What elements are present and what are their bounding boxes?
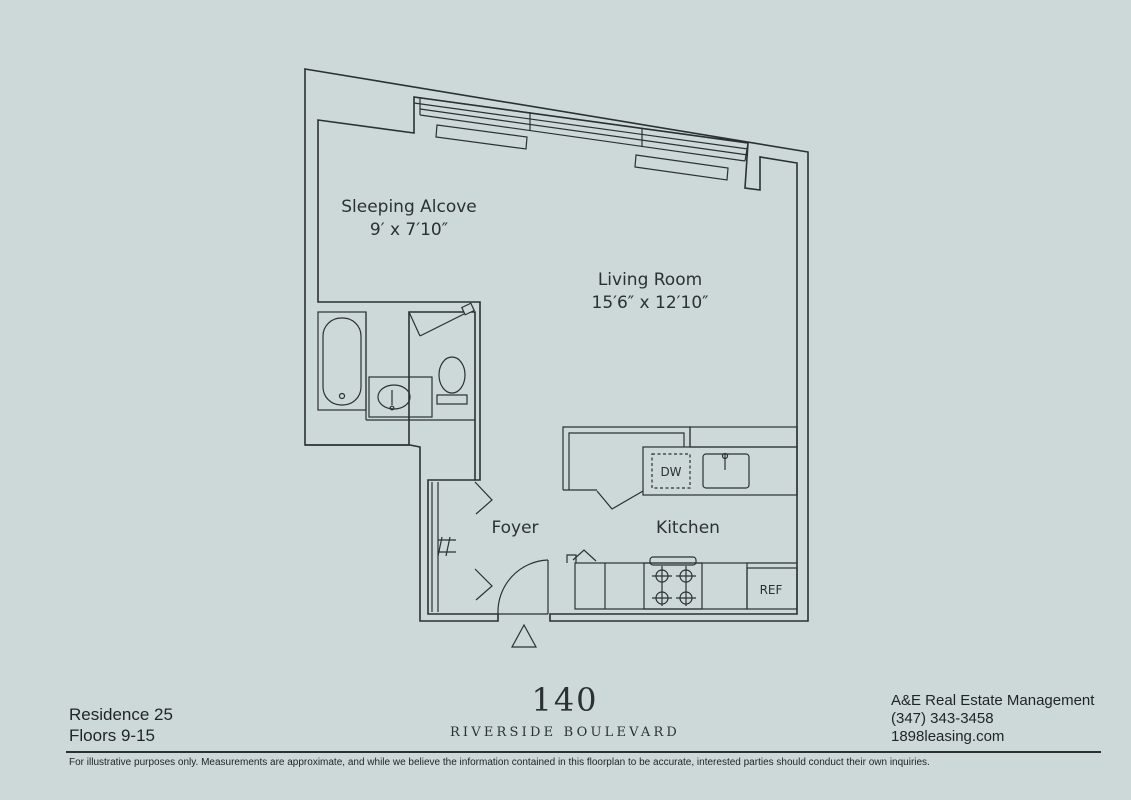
residence-info: Residence 25 Floors 9-15 xyxy=(69,704,173,746)
refrigerator xyxy=(746,567,798,610)
bathroom-door xyxy=(408,311,421,337)
sleeping-alcove-label: Sleeping Alcove xyxy=(341,197,477,217)
foyer-wall xyxy=(305,444,499,622)
disclaimer-text: For illustrative purposes only. Measurem… xyxy=(69,757,930,768)
living-room-label: Living Room xyxy=(598,270,702,290)
foyer-label: Foyer xyxy=(491,518,538,538)
floorplan: Sleeping Alcove 9′ x 7′10″ Living Room 1… xyxy=(304,68,809,648)
phone-number[interactable]: (347) 343-3458 xyxy=(891,710,994,727)
living-room-dims: 15′6″ x 12′10″ xyxy=(592,293,709,313)
dishwasher xyxy=(651,453,691,489)
kitchen-sink xyxy=(702,453,750,489)
refrigerator-label: REF xyxy=(760,583,783,597)
entry-door xyxy=(497,559,549,648)
website-link[interactable]: 1898leasing.com xyxy=(891,728,1005,745)
footer-divider xyxy=(66,751,1101,753)
company-name: A&E Real Estate Management xyxy=(891,692,1095,709)
dishwasher-label: DW xyxy=(660,465,681,479)
residence-number: Residence 25 xyxy=(69,705,173,724)
residence-floors: Floors 9-15 xyxy=(69,726,155,745)
toilet xyxy=(438,356,466,394)
building-street: RIVERSIDE BOULEVARD xyxy=(449,725,681,740)
contact-info: A&E Real Estate Management (347) 343-345… xyxy=(891,692,1094,746)
kitchen-counter xyxy=(642,446,798,496)
toilet-tank xyxy=(436,394,468,405)
kitchen-label: Kitchen xyxy=(656,518,720,538)
building-number: 140 xyxy=(531,681,599,719)
window-band xyxy=(413,96,749,181)
entrance-arrow-icon xyxy=(510,623,538,648)
sleeping-alcove-dims: 9′ x 7′10″ xyxy=(370,220,448,240)
building-logo: 140 RIVERSIDE BOULEVARD xyxy=(415,680,715,740)
stove xyxy=(643,562,703,610)
bathroom xyxy=(317,302,476,421)
bathroom-sink xyxy=(368,376,433,418)
foyer-closet xyxy=(431,481,493,612)
outer-wall xyxy=(304,68,809,622)
kitchen xyxy=(562,426,798,610)
